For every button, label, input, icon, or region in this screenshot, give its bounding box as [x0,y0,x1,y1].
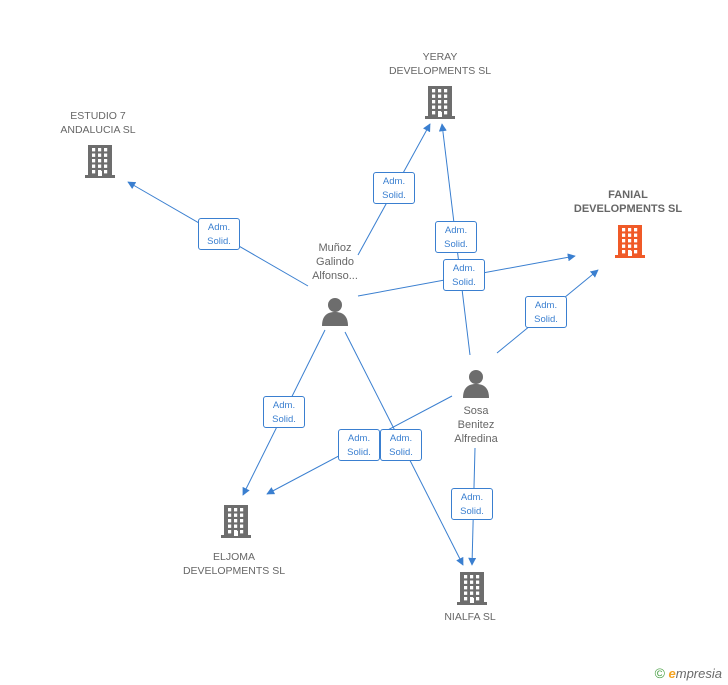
person-label-sosa[interactable]: Sosa Benitez Alfredina [454,405,498,445]
company-label-estudio7[interactable]: ESTUDIO 7 ANDALUCIA SL [60,110,136,136]
relation-tag-line1: Adm. [272,400,296,411]
relation-tag-line1: Adm. [347,433,371,444]
relation-tag-sosa-yeray[interactable]: Adm. Solid. [435,221,477,253]
relation-tag-munoz-estudio7[interactable]: Adm. Solid. [198,218,240,250]
person-icon[interactable] [461,368,491,403]
relation-tag-line2: Solid. [444,239,468,250]
company-label-yeray[interactable]: YERAY DEVELOPMENTS SL [388,51,492,77]
copyright-symbol: © [654,665,665,681]
relation-tag-line2: Solid. [452,277,476,288]
relation-tag-munoz-yeray[interactable]: Adm. Solid. [373,172,415,204]
building-icon[interactable] [220,504,252,543]
relation-tag-sosa-nialfa[interactable]: Adm. Solid. [451,488,493,520]
building-icon[interactable] [456,571,488,610]
relation-tag-line2: Solid. [272,414,296,425]
relation-tag-line1: Adm. [207,222,231,233]
relation-tag-line1: Adm. [382,176,406,187]
relation-tag-munoz-eljoma[interactable]: Adm. Solid. [263,396,305,428]
relation-tag-line2: Solid. [389,447,413,458]
relation-tag-line1: Adm. [389,433,413,444]
relation-tag-line2: Solid. [460,506,484,517]
footer-brand: © empresia [655,665,722,681]
relation-tag-munoz-nialfa[interactable]: Adm. Solid. [380,429,422,461]
relation-tag-sosa-eljoma[interactable]: Adm. Solid. [338,429,380,461]
brand-name: empresia [668,666,722,681]
building-icon[interactable] [424,85,456,124]
relation-tag-line1: Adm. [534,300,558,311]
building-icon[interactable] [84,144,116,183]
relation-tag-line1: Adm. [444,225,468,236]
relation-tag-line2: Solid. [347,447,371,458]
relation-tag-line2: Solid. [207,236,231,247]
relation-tag-line1: Adm. [452,263,476,274]
relation-tag-line2: Solid. [534,314,558,325]
relation-tag-line1: Adm. [460,492,484,503]
relation-tag-line2: Solid. [382,190,406,201]
person-icon[interactable] [320,296,350,331]
company-label-fanial[interactable]: FANIAL DEVELOPMENTS SL [573,189,683,215]
relation-tag-munoz-fanial[interactable]: Adm. Solid. [443,259,485,291]
company-label-eljoma[interactable]: ELJOMA DEVELOPMENTS SL [182,551,286,577]
building-icon[interactable] [614,224,646,263]
relation-tag-sosa-fanial[interactable]: Adm. Solid. [525,296,567,328]
person-label-munoz[interactable]: Muñoz Galindo Alfonso... [312,242,358,282]
company-label-nialfa[interactable]: NIALFA SL [444,611,496,623]
